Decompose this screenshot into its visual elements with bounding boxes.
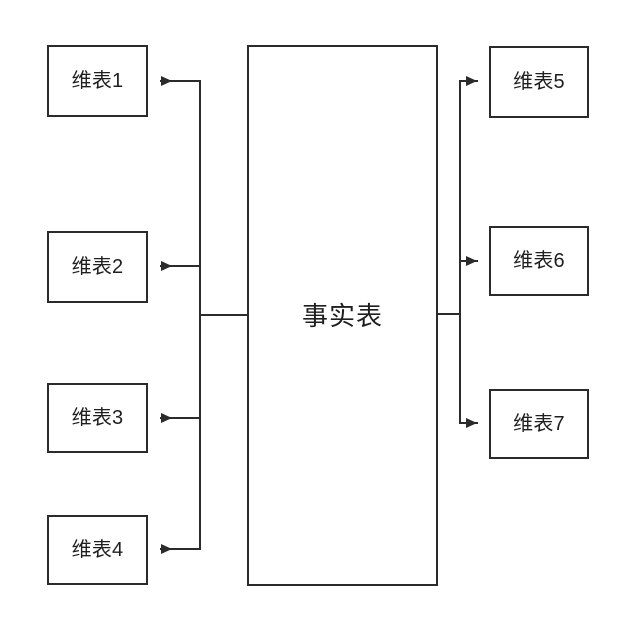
dimension-table-node-4[interactable]: 维表4 [47,515,148,585]
right-connector-group [436,76,478,428]
dimension-table-node-5[interactable]: 维表5 [489,46,589,118]
left-connector-group [160,76,249,554]
dimension-table-label-7: 维表7 [513,413,565,435]
dimension-table-label-2: 维表2 [71,256,124,278]
dimension-table-label-1: 维表1 [71,70,124,92]
fact-table-label: 事实表 [301,300,383,331]
dimension-table-node-3[interactable]: 维表3 [47,383,148,453]
fact-table-node[interactable]: 事实表 [247,45,438,586]
dimension-table-node-7[interactable]: 维表7 [489,389,589,459]
dimension-table-label-4: 维表4 [71,539,124,561]
dimension-table-label-3: 维表3 [71,407,124,429]
dimension-table-label-6: 维表6 [513,250,565,272]
dimension-table-node-2[interactable]: 维表2 [47,231,148,303]
dimension-table-node-1[interactable]: 维表1 [47,45,148,117]
dimension-table-node-6[interactable]: 维表6 [489,226,589,296]
dimension-table-label-5: 维表5 [513,71,565,93]
